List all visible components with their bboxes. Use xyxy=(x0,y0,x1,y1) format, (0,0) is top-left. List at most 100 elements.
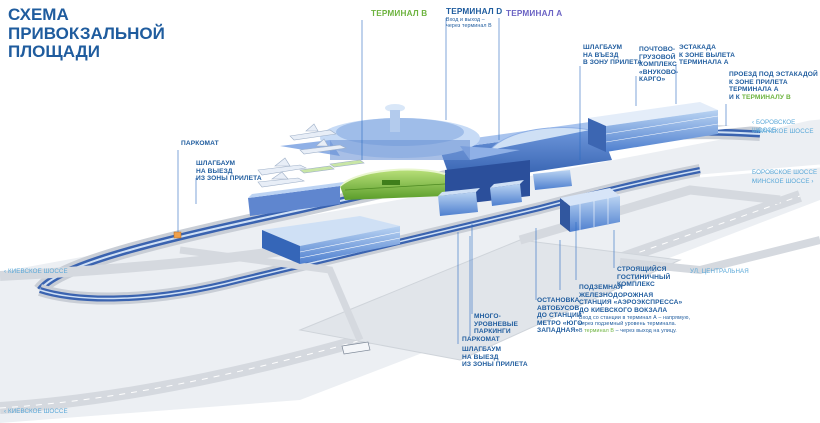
bus xyxy=(341,341,371,355)
chevron-left-icon: ‹ xyxy=(752,128,756,135)
label-line: КОМПЛЕКС xyxy=(639,61,677,69)
parking-machine-bottom-label: ПАРКОМАТ xyxy=(462,336,500,343)
label-line: ИЗ ЗОНЫ ПРИЛЕТА xyxy=(196,175,262,183)
label-line: ЭСТАКАДА xyxy=(679,44,716,51)
callout-leader-lines xyxy=(177,18,727,344)
road-label-minskoe-1: ‹ МИНСКОЕ ШОССЕ xyxy=(752,128,814,136)
label-line: ПРОЕЗД ПОД ЭСТАКАДОЙ xyxy=(729,71,818,78)
road-label-kievskoe-2: ‹ КИЕВСКОЕ ШОССЕ xyxy=(4,408,68,416)
label-line: ДО СТАНЦИИ xyxy=(537,312,582,320)
note-text-terminal-b: терминал B xyxy=(584,327,615,334)
parking-machine-left-label: ПАРКОМАТ xyxy=(181,140,219,147)
note-line: Вход со станции в терминал А – напрямую, xyxy=(579,315,691,321)
label-line: АВТОБУСОВ xyxy=(537,304,580,312)
label-line: ГРУЗОВОЙ xyxy=(639,53,676,61)
label-line: ШЛАГБАУМ xyxy=(196,160,236,167)
label-line: НА ВЫЕЗД xyxy=(462,353,499,361)
label-line: ШЛАГБАУМ xyxy=(462,346,502,353)
label-line: В ЗОНУ ПРИЛЕТА xyxy=(583,59,643,67)
passage-under-overpass-label: ПРОЕЗД ПОД ЭСТАКАДОЙ К ЗОНЕ ПРИЛЕТА ТЕРМ… xyxy=(729,71,818,101)
road-label-borovskoe-2: БОРОВСКОЕ ШОССЕ › xyxy=(752,169,820,184)
note-text: В xyxy=(579,327,583,334)
label-line: КОМПЛЕКС xyxy=(617,281,655,289)
label-line: МНОГО- xyxy=(474,313,501,320)
road-name: БОРОВСКОЕ ШОССЕ xyxy=(752,119,796,134)
multilevel-parking-label: МНОГО- УРОВНЕВЫЕ ПАРКИНГИ xyxy=(474,313,518,336)
terminal-d-note: Вход и выход – через терминал B xyxy=(446,17,492,30)
label-line: ШЛАГБАУМ xyxy=(583,44,623,51)
aircraft xyxy=(257,123,365,188)
note-line: В терминал B – через выход на улицу. xyxy=(579,328,690,334)
hotel-building xyxy=(560,188,620,232)
note-line: через подземный уровень терминала. xyxy=(579,321,677,328)
label-line: ТЕРМИНАЛА А xyxy=(729,86,779,94)
terminal-b-building xyxy=(339,168,446,200)
pier-building xyxy=(248,182,344,216)
label-line: СТАНЦИЯ «АЭРОЭКСПРЕССА» xyxy=(579,299,683,307)
chevron-right-icon: › xyxy=(809,178,814,185)
chevron-left-icon: ‹ xyxy=(4,268,8,275)
title-line: ПРИВОКЗАЛЬНОЙ xyxy=(8,23,165,43)
label-line: НА ВЪЕЗД xyxy=(583,51,619,59)
label-line: НА ВЫЕЗД xyxy=(196,167,233,175)
barrier-arrival-top-label: ШЛАГБАУМ НА ВЪЕЗД В ЗОНУ ПРИЛЕТА xyxy=(583,44,642,67)
label-line: ЖЕЛЕЗНОДОРОЖНАЯ xyxy=(579,291,654,299)
parking-machine-marker xyxy=(173,231,182,239)
road-name: УЛ. ЦЕНТРАЛЬНАЯ xyxy=(690,268,749,275)
terminal-a-central-dome xyxy=(280,104,520,160)
terminal-d-note-text: через терминал B xyxy=(446,23,492,30)
label-line: ОСТАНОВКА xyxy=(537,297,580,304)
road-name: МИНСКОЕ ШОССЕ xyxy=(752,178,810,185)
label-line: К ЗОНЕ ВЫЛЕТА xyxy=(679,51,735,59)
label-line: ПАРКИНГИ xyxy=(474,328,511,336)
label-line: ДО КИЕВСКОГО ВОКЗАЛА xyxy=(579,306,668,314)
road-name: БОРОВСКОЕ ШОССЕ xyxy=(752,169,818,176)
label-line: ГОСТИНИЧНЫЙ xyxy=(617,273,671,281)
title-line: СХЕМА xyxy=(8,5,69,24)
label-text-terminal-b: ТЕРМИНАЛУ B xyxy=(741,93,791,101)
title-line: ПЛОЩАДИ xyxy=(8,42,100,61)
road-label-tsentralnaya: УЛ. ЦЕНТРАЛЬНАЯ xyxy=(690,268,749,276)
road-name: КИЕВСКОЕ ШОССЕ xyxy=(7,408,68,415)
hotel-label: СТРОЯЩИЙСЯ ГОСТИНИЧНЫЙ КОМПЛЕКС xyxy=(617,266,670,289)
label-line: ЗАПАДНАЯ» xyxy=(537,327,580,335)
page-title: СХЕМА ПРИВОКЗАЛЬНОЙ ПЛОЩАДИ xyxy=(8,5,165,62)
label-line: «ВНУКОВО- xyxy=(639,68,679,76)
terminal-a-label: ТЕРМИНАЛ А xyxy=(506,9,563,18)
label-line: ТЕРМИНАЛА А xyxy=(679,59,729,67)
label-line: ПОЧТОВО- xyxy=(639,46,676,53)
postal-complex-label: ПОЧТОВО- ГРУЗОВОЙ КОМПЛЕКС «ВНУКОВО- КАР… xyxy=(639,46,678,84)
chevron-left-icon: ‹ xyxy=(4,408,8,415)
label-line: МЕТРО «ЮГО- xyxy=(537,319,585,327)
label-line: СТРОЯЩИЙСЯ xyxy=(617,266,667,273)
multilevel-parking-building xyxy=(262,216,401,264)
road-name: КИЕВСКОЕ ШОССЕ xyxy=(7,268,68,275)
terminal-d-label: ТЕРМИНАЛ D xyxy=(446,7,503,16)
road-label-borovskoe-1: ‹ БОРОВСКОЕ ШОССЕ xyxy=(752,119,820,134)
label-line: К ЗОНЕ ПРИЛЕТА xyxy=(729,78,788,86)
road-label-kievskoe-1: ‹ КИЕВСКОЕ ШОССЕ xyxy=(4,268,68,276)
label-line: ИЗ ЗОНЫ ПРИЛЕТА xyxy=(462,361,528,369)
bus-stop-label: ОСТАНОВКА АВТОБУСОВ ДО СТАНЦИИ МЕТРО «ЮГ… xyxy=(537,297,585,335)
chevron-left-icon: ‹ xyxy=(752,119,756,126)
label-line: УРОВНЕВЫЕ xyxy=(474,320,518,328)
label-line: И К ТЕРМИНАЛУ B xyxy=(729,94,818,102)
chevron-right-icon: › xyxy=(752,176,755,184)
rail-station-label: ПОДЗЕМНАЯ ЖЕЛЕЗНОДОРОЖНАЯ СТАНЦИЯ «АЭРОЭ… xyxy=(579,284,682,314)
small-parking-buildings xyxy=(438,170,572,216)
terminal-b-label: ТЕРМИНАЛ B xyxy=(371,9,428,18)
terminal-d-note-line: Вход и выход – xyxy=(446,17,485,23)
note-text: – через выход на улицу. xyxy=(615,327,677,334)
terminal-d-note-line: через терминал B xyxy=(446,23,492,29)
road-name: МИНСКОЕ ШОССЕ xyxy=(755,128,814,135)
label-text: И К xyxy=(729,93,740,101)
overpass-departure-label: ЭСТАКАДА К ЗОНЕ ВЫЛЕТА ТЕРМИНАЛА А xyxy=(679,44,735,67)
rail-note: Вход со станции в терминал А – напрямую,… xyxy=(579,315,690,334)
label-line: ПОДЗЕМНАЯ xyxy=(579,284,623,291)
cargo-complex-building xyxy=(588,102,719,152)
road-label-minskoe-2: МИНСКОЕ ШОССЕ › xyxy=(752,178,814,186)
barrier-exit-left-label: ШЛАГБАУМ НА ВЫЕЗД ИЗ ЗОНЫ ПРИЛЕТА xyxy=(196,160,262,183)
barrier-exit-bottom-label: ШЛАГБАУМ НА ВЫЕЗД ИЗ ЗОНЫ ПРИЛЕТА xyxy=(462,346,528,369)
label-line: КАРГО» xyxy=(639,76,666,84)
